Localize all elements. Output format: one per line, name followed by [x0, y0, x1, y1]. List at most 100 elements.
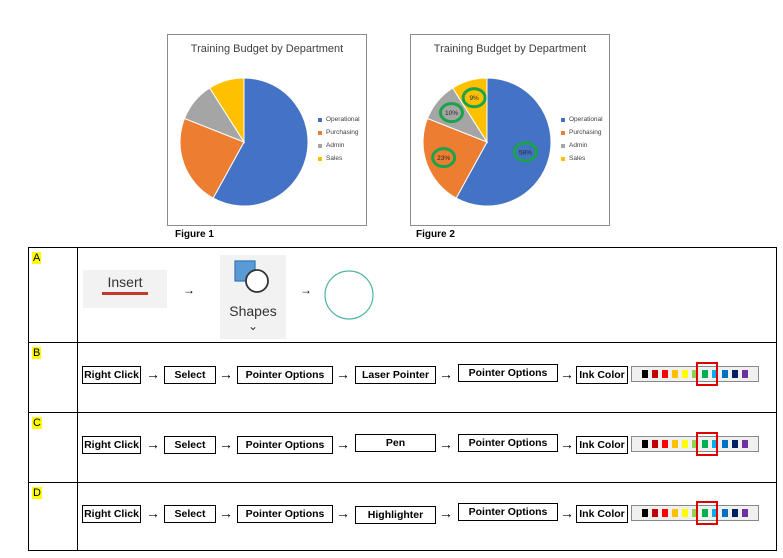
color-swatch	[742, 509, 748, 517]
color-swatch	[722, 370, 728, 378]
figure-1-chart: Training Budget by Department Operationa…	[167, 34, 367, 226]
color-swatch	[642, 509, 648, 517]
option-a-content: Insert → Shapes ⌄ →	[77, 247, 777, 343]
option-label-a: A	[32, 252, 42, 264]
legend-swatch	[318, 156, 322, 161]
step-select: Select	[164, 366, 216, 384]
selected-color-highlight	[696, 432, 718, 456]
data-label: 58%	[519, 149, 532, 156]
color-swatch	[692, 440, 698, 448]
color-swatch	[702, 440, 708, 448]
chart-title: Training Budget by Department	[433, 43, 587, 55]
color-swatch	[712, 370, 718, 378]
pie-chart	[179, 77, 309, 207]
arrow-icon: →	[439, 366, 453, 382]
legend-item: Sales	[561, 152, 603, 165]
highlight-circle	[438, 102, 464, 124]
legend-swatch	[318, 143, 322, 148]
data-label: 10%	[445, 110, 458, 117]
legend-item: Sales	[318, 152, 360, 165]
step-pointer-options: Pointer Options	[458, 364, 558, 382]
arrow-icon: →	[146, 366, 160, 382]
color-swatch	[742, 370, 748, 378]
step-right-click: Right Click	[82, 436, 141, 454]
ink-color-palette	[631, 436, 759, 452]
insert-underline	[102, 292, 148, 295]
pie-slice-sales	[452, 77, 488, 144]
color-swatch	[672, 370, 678, 378]
color-swatch	[702, 509, 708, 517]
step-ink-color: Ink Color	[576, 366, 628, 384]
color-swatch	[652, 509, 658, 517]
arrow-icon: →	[146, 505, 160, 521]
figure-1-caption: Figure 1	[175, 229, 214, 240]
arrow-icon: →	[560, 366, 574, 382]
color-swatch	[642, 370, 648, 378]
shapes-icon	[234, 260, 269, 293]
color-swatch	[662, 509, 668, 517]
pie-slice-sales	[209, 77, 245, 144]
color-swatch	[692, 509, 698, 517]
arrow-icon: →	[219, 366, 233, 382]
legend-item: Purchasing	[561, 126, 603, 139]
option-label-c: C	[32, 417, 42, 429]
arrow-icon: →	[219, 505, 233, 521]
step-pen: Pen	[355, 434, 436, 452]
color-swatch	[692, 370, 698, 378]
legend-label: Operational	[569, 116, 603, 123]
data-label: 23%	[437, 155, 450, 162]
color-swatch	[682, 440, 688, 448]
legend-item: Admin	[318, 139, 360, 152]
legend-swatch	[318, 117, 322, 122]
option-b-content: Right Click → Select → Pointer Options →…	[77, 342, 777, 413]
pie-slice-operational	[455, 77, 552, 207]
step-pointer-options: Pointer Options	[237, 505, 333, 523]
selected-color-highlight	[696, 501, 718, 525]
color-swatch	[712, 509, 718, 517]
option-c-content: Right Click → Select → Pointer Options →…	[77, 412, 777, 483]
arrow-icon: →	[439, 436, 453, 452]
insert-tab: Insert	[83, 270, 167, 308]
legend-swatch	[561, 130, 565, 135]
color-swatch	[682, 509, 688, 517]
step-pointer-options: Pointer Options	[458, 434, 558, 452]
legend-item: Operational	[318, 113, 360, 126]
circle-shape-icon	[324, 270, 374, 320]
color-swatch	[722, 440, 728, 448]
color-swatch	[712, 440, 718, 448]
color-swatch	[672, 509, 678, 517]
color-swatch	[732, 370, 738, 378]
color-swatch	[742, 440, 748, 448]
legend-label: Purchasing	[569, 129, 602, 136]
color-swatch	[682, 370, 688, 378]
chevron-down-icon: ⌄	[247, 319, 259, 333]
highlight-circle	[431, 147, 457, 169]
step-laser-pointer: Laser Pointer	[355, 366, 436, 384]
arrow-icon: →	[560, 505, 574, 521]
legend-swatch	[318, 130, 322, 135]
legend-swatch	[561, 143, 565, 148]
option-label-cell: C	[28, 412, 78, 483]
answer-options-table: A Insert → Shapes ⌄ →	[28, 247, 777, 551]
option-label-b: B	[32, 347, 42, 359]
legend-label: Admin	[569, 142, 588, 149]
step-right-click: Right Click	[82, 366, 141, 384]
option-label-cell: B	[28, 342, 78, 413]
arrow-icon: →	[219, 436, 233, 452]
shapes-label: Shapes	[229, 303, 277, 319]
arrow-icon: →	[560, 436, 574, 452]
figure-2-chart: Training Budget by Department 58%23%10%9…	[410, 34, 610, 226]
legend-label: Admin	[326, 142, 345, 149]
pie-chart-annotated: 58%23%10%9%	[422, 77, 552, 207]
legend-label: Operational	[326, 116, 360, 123]
legend-item: Operational	[561, 113, 603, 126]
color-swatch	[662, 370, 668, 378]
insert-label: Insert	[107, 274, 143, 290]
highlight-circle	[461, 87, 487, 109]
color-swatch	[732, 509, 738, 517]
selected-color-highlight	[696, 362, 718, 386]
step-ink-color: Ink Color	[576, 505, 628, 523]
color-swatch	[722, 509, 728, 517]
legend-label: Sales	[569, 155, 586, 162]
